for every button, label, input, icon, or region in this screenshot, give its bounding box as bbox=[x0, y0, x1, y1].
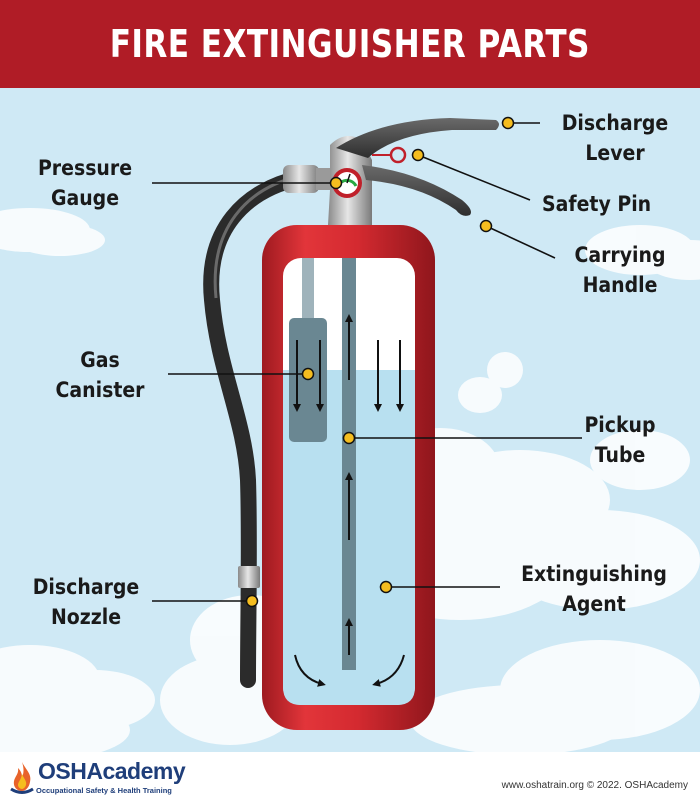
label-carrying-handle: Carrying Handle bbox=[557, 240, 683, 300]
label-line: Carrying bbox=[574, 243, 666, 267]
marker-dot bbox=[411, 148, 425, 162]
label-line: Canister bbox=[55, 378, 145, 402]
label-line: Safety Pin bbox=[542, 192, 652, 216]
marker-dot bbox=[379, 580, 393, 594]
logo-name: OSHAcademy bbox=[38, 758, 186, 784]
gas-canister-tube bbox=[302, 258, 314, 320]
label-discharge-nozzle: Discharge Nozzle bbox=[25, 572, 147, 632]
leader-lines bbox=[152, 122, 582, 602]
label-line: Gas bbox=[80, 348, 120, 372]
label-line: Tube bbox=[594, 443, 646, 467]
label-line: Nozzle bbox=[50, 605, 122, 629]
label-discharge-lever: Discharge Lever bbox=[548, 108, 683, 168]
label-line: Discharge bbox=[561, 111, 669, 135]
label-line: Extinguishing bbox=[521, 562, 667, 586]
nozzle-collar bbox=[238, 566, 260, 588]
label-line: Handle bbox=[582, 273, 658, 297]
label-pickup-tube: Pickup Tube bbox=[566, 410, 674, 470]
footer: OSHAcademy Occupational Safety & Health … bbox=[0, 752, 700, 800]
discharge-lever-handle bbox=[336, 118, 499, 158]
marker-dots bbox=[245, 116, 515, 608]
pickup-tube-shaft bbox=[342, 258, 356, 670]
label-gas-canister: Gas Canister bbox=[46, 345, 154, 405]
copyright-credit: www.oshatrain.org © 2022. OSHAcademy bbox=[501, 780, 688, 791]
flow-arrows bbox=[293, 314, 405, 687]
marker-dot bbox=[501, 116, 515, 130]
pressure-gauge bbox=[332, 168, 362, 198]
marker-dot bbox=[342, 431, 356, 445]
label-line: Pickup bbox=[584, 413, 656, 437]
marker-dot bbox=[329, 176, 343, 190]
page-title: FIRE EXTINGUISHER PARTS bbox=[109, 22, 591, 66]
marker-dot bbox=[245, 594, 259, 608]
label-safety-pin: Safety Pin bbox=[542, 189, 677, 219]
extinguisher-diagram bbox=[0, 88, 700, 752]
label-line: Lever bbox=[585, 141, 645, 165]
osha-academy-logo: OSHAcademy Occupational Safety & Health … bbox=[8, 758, 186, 796]
carrying-handle-bar bbox=[362, 165, 471, 216]
label-line: Gauge bbox=[50, 186, 120, 210]
label-line: Agent bbox=[562, 592, 626, 616]
flame-icon bbox=[10, 762, 34, 794]
label-extinguishing-agent: Extinguishing Agent bbox=[506, 559, 682, 619]
logo-subtitle: Occupational Safety & Health Training bbox=[36, 786, 172, 795]
label-line: Discharge bbox=[32, 575, 140, 599]
label-pressure-gauge: Pressure Gauge bbox=[27, 153, 144, 213]
title-bar: FIRE EXTINGUISHER PARTS bbox=[0, 0, 700, 88]
marker-dot bbox=[479, 219, 493, 233]
marker-dot bbox=[301, 367, 315, 381]
label-line: Pressure bbox=[37, 156, 133, 180]
